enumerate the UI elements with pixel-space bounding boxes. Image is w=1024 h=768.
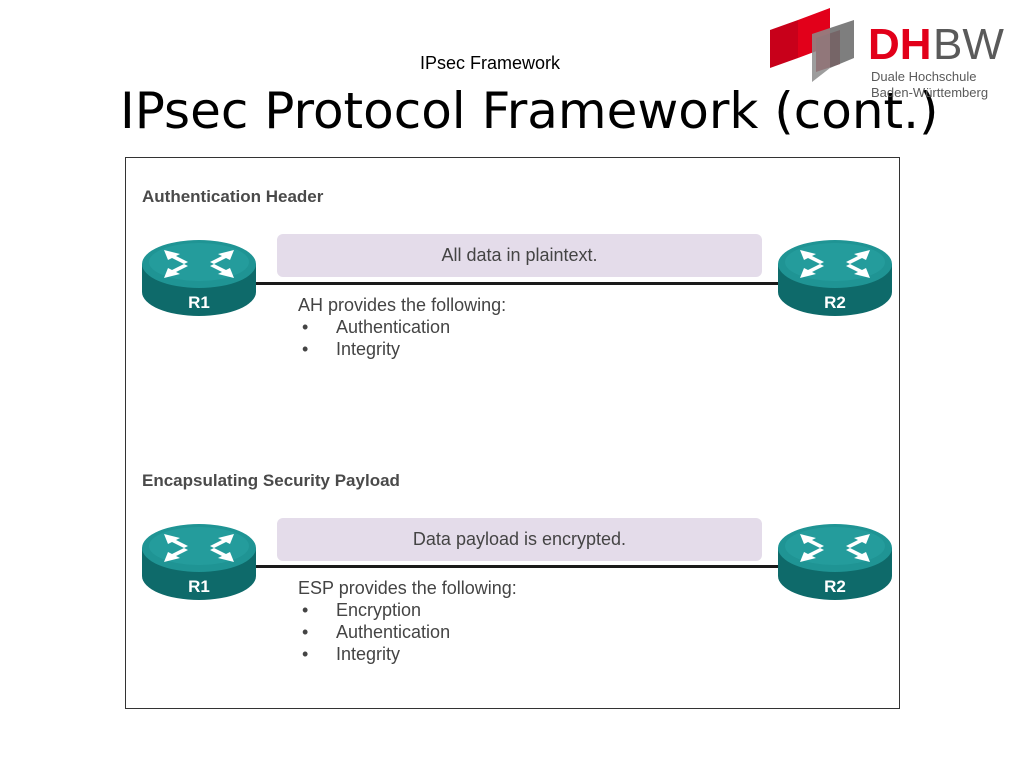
esp-link-line	[246, 565, 786, 568]
ah-section-title: Authentication Header	[142, 187, 324, 206]
logo-bw: BW	[933, 20, 1004, 69]
router-label: R2	[824, 293, 846, 312]
esp-router-r1: R1	[140, 520, 258, 609]
router-icon: R1	[142, 240, 256, 316]
logo-line1: Duale Hochschule	[871, 69, 977, 84]
router-icon: R2	[778, 240, 892, 316]
ah-provides-heading: AH provides the following:	[298, 295, 507, 315]
esp-provides-heading: ESP provides the following:	[298, 578, 517, 598]
list-item: •Encryption	[302, 600, 422, 620]
slide-title: IPsec Protocol Framework (cont.)	[120, 82, 939, 140]
router-icon: R1	[142, 524, 256, 600]
list-item: •Authentication	[302, 622, 451, 642]
esp-provides-list: ESP provides the following: •Encryption …	[298, 578, 517, 666]
ah-router-r1: R1	[140, 236, 258, 325]
list-item: •Integrity	[302, 644, 401, 664]
ah-router-r2: R2	[776, 236, 894, 325]
router-icon: R2	[778, 524, 892, 600]
logo-line2: Baden-Württemberg	[871, 85, 988, 100]
router-label: R1	[188, 293, 210, 312]
ah-data-box: All data in plaintext.	[277, 234, 762, 277]
ah-provides-list: AH provides the following: •Authenticati…	[298, 295, 506, 361]
esp-router-r2: R2	[776, 520, 894, 609]
esp-data-label: Data payload is encrypted.	[412, 529, 627, 549]
dhbw-logo: DH BW Duale Hochschule Baden-Württemberg	[768, 6, 1018, 102]
esp-data-box: Data payload is encrypted.	[277, 518, 762, 561]
list-item: •Authentication	[302, 317, 451, 337]
router-label: R2	[824, 577, 846, 596]
ah-data-label: All data in plaintext.	[441, 245, 598, 265]
slide-subtitle: IPsec Framework	[420, 53, 561, 73]
dhbw-logo-mark: DH BW Duale Hochschule Baden-Württemberg	[770, 8, 1004, 100]
router-label: R1	[188, 577, 210, 596]
diagram-frame: Authentication Header All data in plaint…	[125, 157, 900, 709]
list-item: •Integrity	[302, 339, 401, 359]
esp-section-title: Encapsulating Security Payload	[142, 471, 400, 490]
ah-link-line	[246, 282, 786, 285]
logo-dh: DH	[868, 20, 932, 69]
